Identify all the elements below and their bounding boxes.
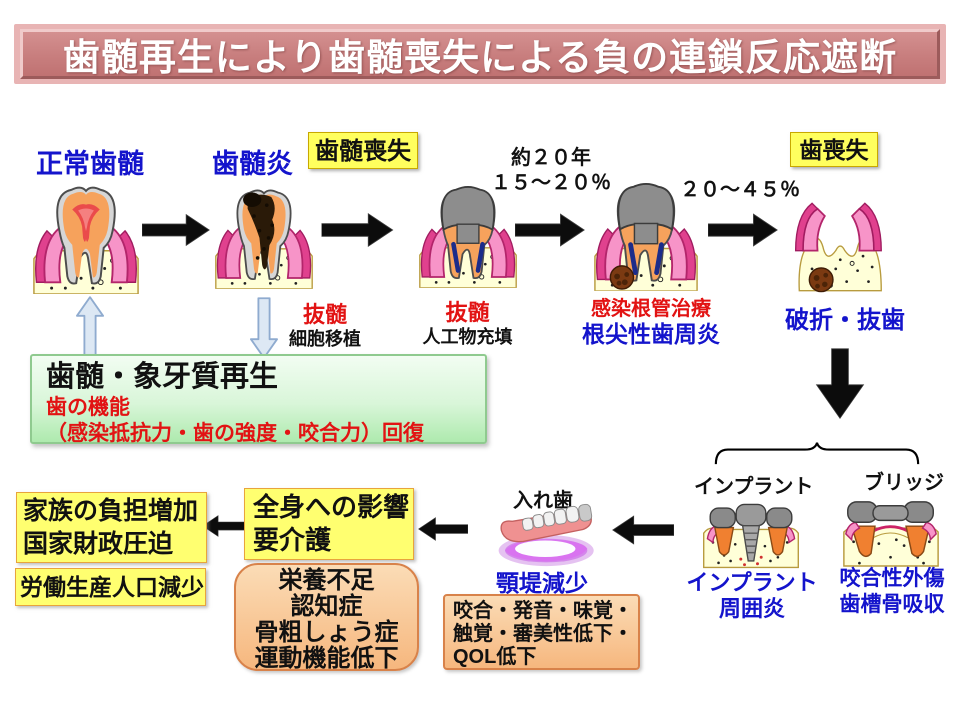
arrow-right-icon [320,212,395,248]
tooth-infected-illustration [594,183,698,291]
systemic-line1: 全身への影響 [253,492,410,522]
family-burden-line2: 国家財政圧迫 [23,530,174,558]
family-burden-box: 家族の負担増加 国家財政圧迫 [16,492,207,563]
label-pulpectomy2-red: 抜髄 [445,300,490,325]
health-line2: 認知症 [290,593,363,620]
caption-bridge: 咬合性外傷 歯槽骨吸収 [836,566,948,618]
caption-bridge-line1: 咬合性外傷 [839,567,945,590]
label-infected-root-canal: 感染根管治療 [591,298,711,320]
bridge-illustration [843,501,939,567]
label-apical-periodontitis: 根尖性歯周炎 [582,321,720,347]
label-duration-years: 約２０年 [511,147,591,169]
label-pulpectomy-red: 抜髄 [302,302,347,327]
health-line4: 運動機能低下 [254,645,399,672]
regeneration-line2: 歯の機能 [46,396,130,419]
badge-tooth-loss: 歯喪失 [790,132,878,167]
label-artificial-filling: 人工物充填 [422,327,513,347]
label-bridge: ブリッジ [864,472,944,494]
qol-line3: QOL低下 [453,646,537,668]
hollow-down-arrow-icon [250,296,278,360]
regeneration-line3: （感染抵抗力・歯の強度・咬合力）回復 [46,422,424,445]
health-line3: 骨粗しょう症 [254,619,399,646]
health-line1: 栄養不足 [278,567,375,594]
arrow-right-icon [708,212,778,248]
label-pulpectomy-fill: 抜髄 人工物充填 [420,300,515,348]
regeneration-title: 歯髄・象牙質再生 [46,361,279,393]
caption-bridge-line2: 歯槽骨吸収 [839,593,945,616]
label-percent-right: ２０～４５％ [680,179,800,201]
label-cell-transplant: 細胞移植 [289,329,361,349]
label-implant: インプラント [694,476,814,498]
tooth-root-canal-illustration [419,186,517,288]
labor-population-box: 労働生産人口減少 [15,568,206,606]
arrow-down-icon [810,348,870,420]
caption-implant: インプラント 周囲炎 [686,570,818,622]
label-denture: 入れ歯 [513,490,573,512]
health-issues-box: 栄養不足 認知症 骨粗しょう症 運動機能低下 [234,563,419,672]
tooth-normal-illustration [33,186,139,294]
badge-pulp-loss: 歯髄喪失 [308,132,418,169]
arrow-left-icon [612,506,674,554]
denture-illustration [498,503,594,567]
arrow-right-icon [142,212,210,248]
caption-implant-line2: 周囲炎 [718,596,785,621]
caption-implant-line1: インプラント [686,570,818,595]
caption-ridge-loss: 顎堤減少 [496,570,588,596]
implant-illustration [703,503,799,569]
page-title: 歯髄再生により歯髄喪失による負の連鎖反応遮断 [62,37,898,78]
systemic-line2: 要介護 [253,525,332,555]
label-infection-group: 感染根管治療 根尖性歯周炎 [578,298,724,347]
label-normal-pulp: 正常歯髄 [36,149,144,179]
brace-icon [714,442,920,465]
label-fracture-extraction: 破折・抜歯 [785,307,905,334]
tooth-lost-illustration [794,202,882,293]
qol-line2: 触覚・審美性低下・ [453,623,633,645]
qol-box: 咬合・発音・味覚・ 触覚・審美性低下・ QOL低下 [443,594,640,670]
tooth-pulpitis-illustration [215,189,313,289]
regeneration-box: 歯髄・象牙質再生 歯の機能 （感染抵抗力・歯の強度・咬合力）回復 [30,354,487,445]
label-pulpitis: 歯髄炎 [212,149,293,179]
arrow-left-icon [202,504,248,548]
qol-line1: 咬合・発音・味覚・ [453,600,633,622]
family-burden-line1: 家族の負担増加 [23,497,199,525]
label-duration-percent: １５～２０％ [491,172,611,194]
systemic-effect-box: 全身への影響 要介護 [244,488,414,560]
hollow-up-arrow-icon [76,296,104,358]
label-pulpectomy-cell: 抜髄 細胞移植 [283,302,367,350]
title-banner: 歯髄再生により歯髄喪失による負の連鎖反応遮断 [20,29,940,79]
arrow-left-icon [418,506,468,552]
arrow-right-icon [515,212,585,248]
label-duration: 約２０年 １５～２０％ [487,146,615,196]
